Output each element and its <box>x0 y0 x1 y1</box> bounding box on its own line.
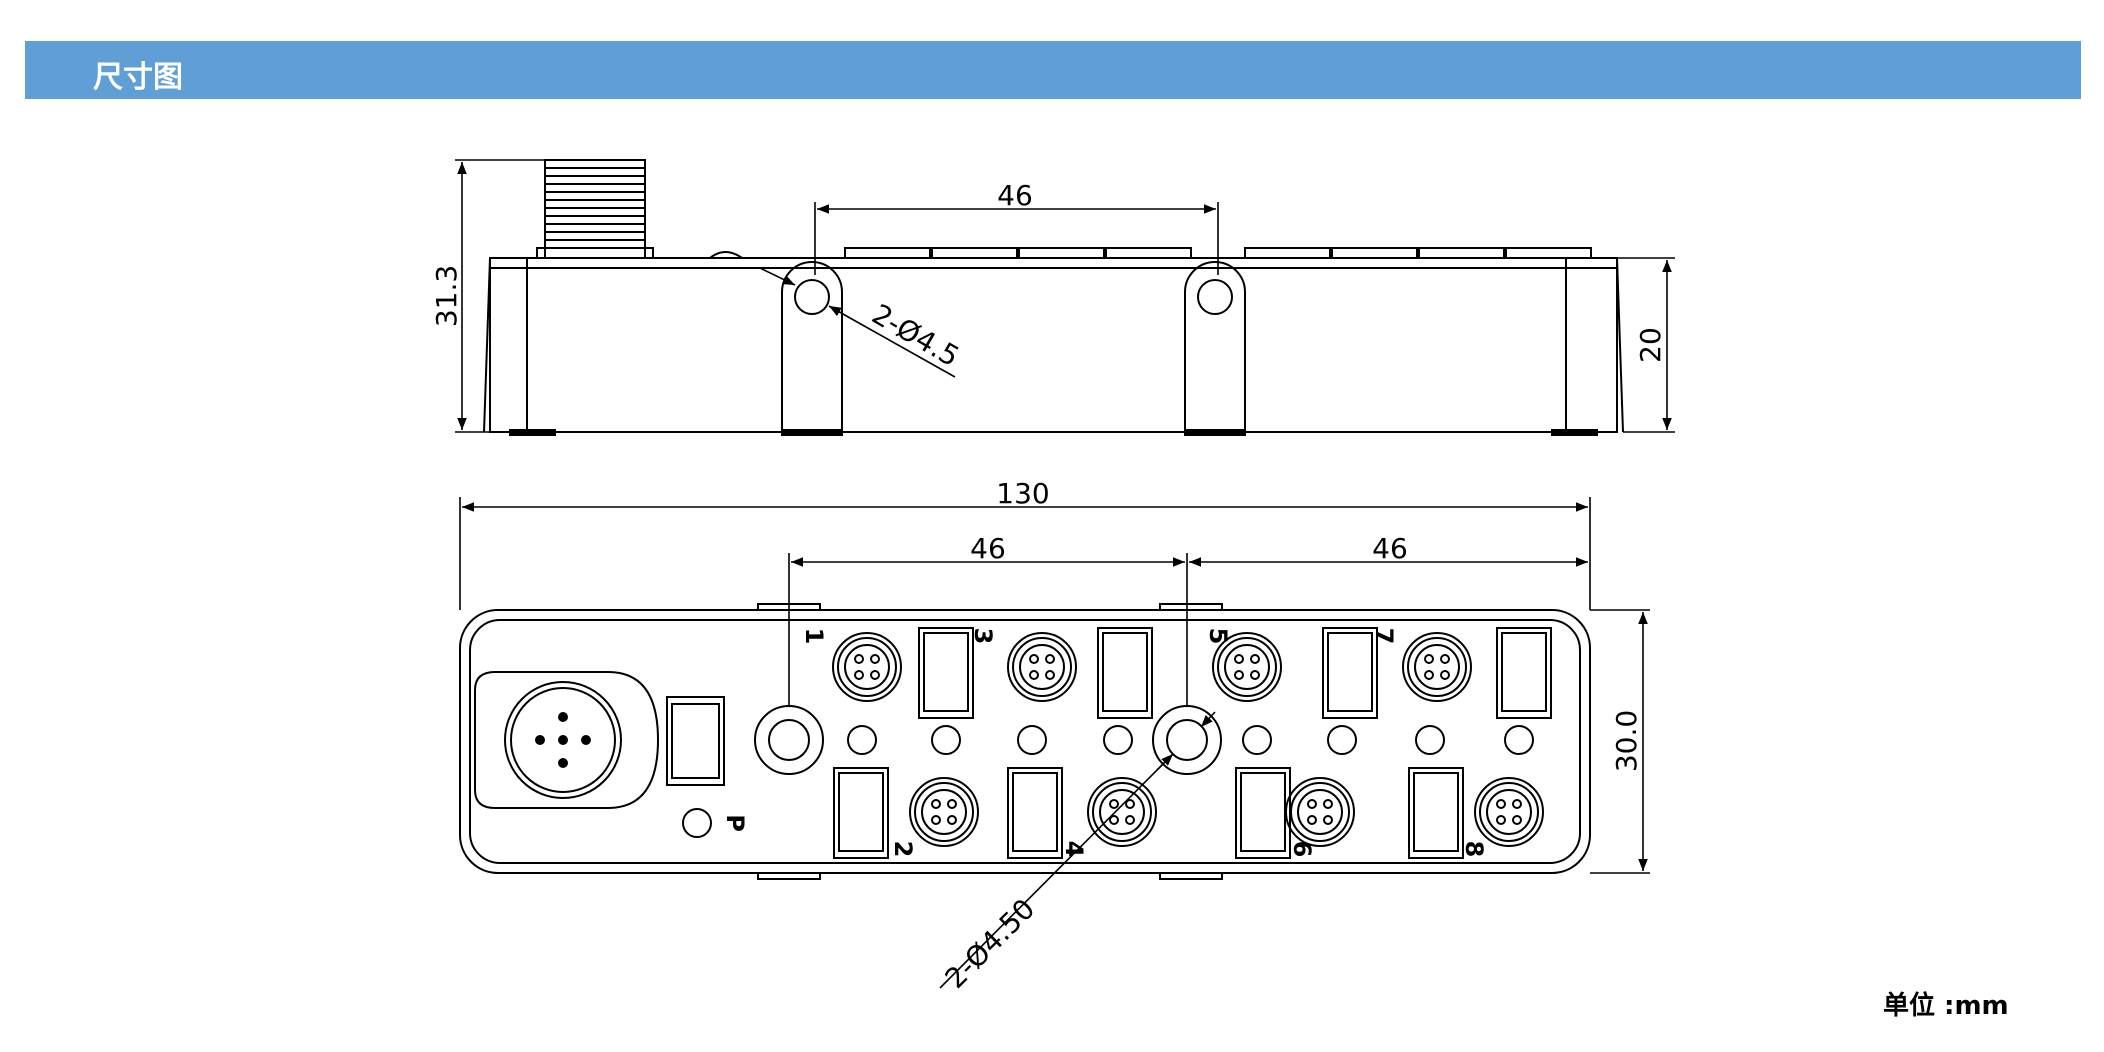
page-title: 尺寸图 <box>93 60 183 95</box>
port-label-6: 6 <box>1288 841 1316 858</box>
top-mount-hole-left <box>754 705 824 775</box>
port-led-window <box>918 627 974 719</box>
dim-length: 130 <box>996 477 1049 510</box>
top-body-outline <box>459 609 1591 874</box>
dim-spacing-right: 46 <box>1372 532 1408 565</box>
power-led-window <box>666 696 725 786</box>
dim-height-total: 31.3 <box>430 265 463 327</box>
status-led <box>1327 725 1357 755</box>
port-led-window <box>1235 767 1291 859</box>
top-dimensions <box>459 497 1650 989</box>
dim-width: 30.0 <box>1610 710 1643 772</box>
dim-spacing-left: 46 <box>970 532 1006 565</box>
port-connector-7 <box>1402 632 1472 702</box>
port-connector-2 <box>909 777 979 847</box>
port-label-4: 4 <box>1060 841 1088 858</box>
side-mount-tab-right <box>1184 261 1246 436</box>
side-dimensions <box>455 159 1675 433</box>
port-label-5: 5 <box>1204 628 1232 645</box>
status-led <box>1017 725 1047 755</box>
power-led <box>682 808 712 838</box>
port-label-1: 1 <box>800 628 828 645</box>
dim-side-spacing: 46 <box>997 179 1033 212</box>
port-led-window <box>1097 627 1153 719</box>
port-label-8: 8 <box>1460 841 1488 858</box>
port-label-3: 3 <box>969 628 997 645</box>
port-led-window <box>1007 767 1063 859</box>
side-body-outline <box>489 257 1618 433</box>
top-m12-connector <box>474 671 660 809</box>
port-label-2: 2 <box>889 841 917 858</box>
port-connector-4 <box>1087 777 1157 847</box>
port-connector-1 <box>832 632 902 702</box>
status-led <box>1415 725 1445 755</box>
port-led-window <box>1408 767 1464 859</box>
side-view <box>483 159 1624 436</box>
port-led-window <box>833 767 889 859</box>
port-led-window <box>1322 627 1378 719</box>
status-led <box>847 725 877 755</box>
status-led <box>1103 725 1133 755</box>
dim-hole-dia-top: 2-Ø4.50 <box>939 892 1042 995</box>
port-connector-3 <box>1007 632 1077 702</box>
top-view <box>459 603 1591 880</box>
status-led <box>1242 725 1272 755</box>
status-led <box>1504 725 1534 755</box>
status-led <box>931 725 961 755</box>
port-connector-5 <box>1212 632 1282 702</box>
unit-note: 单位 :mm <box>1883 991 2009 1021</box>
power-label: P <box>721 814 749 832</box>
port-connector-6 <box>1285 777 1355 847</box>
port-led-window <box>1496 627 1552 719</box>
side-mount-tab-left <box>781 261 843 436</box>
port-connector-8 <box>1474 777 1544 847</box>
dim-height-body: 20 <box>1634 327 1667 363</box>
port-label-7: 7 <box>1370 628 1398 645</box>
header-bar: 尺寸图 <box>25 41 2081 99</box>
